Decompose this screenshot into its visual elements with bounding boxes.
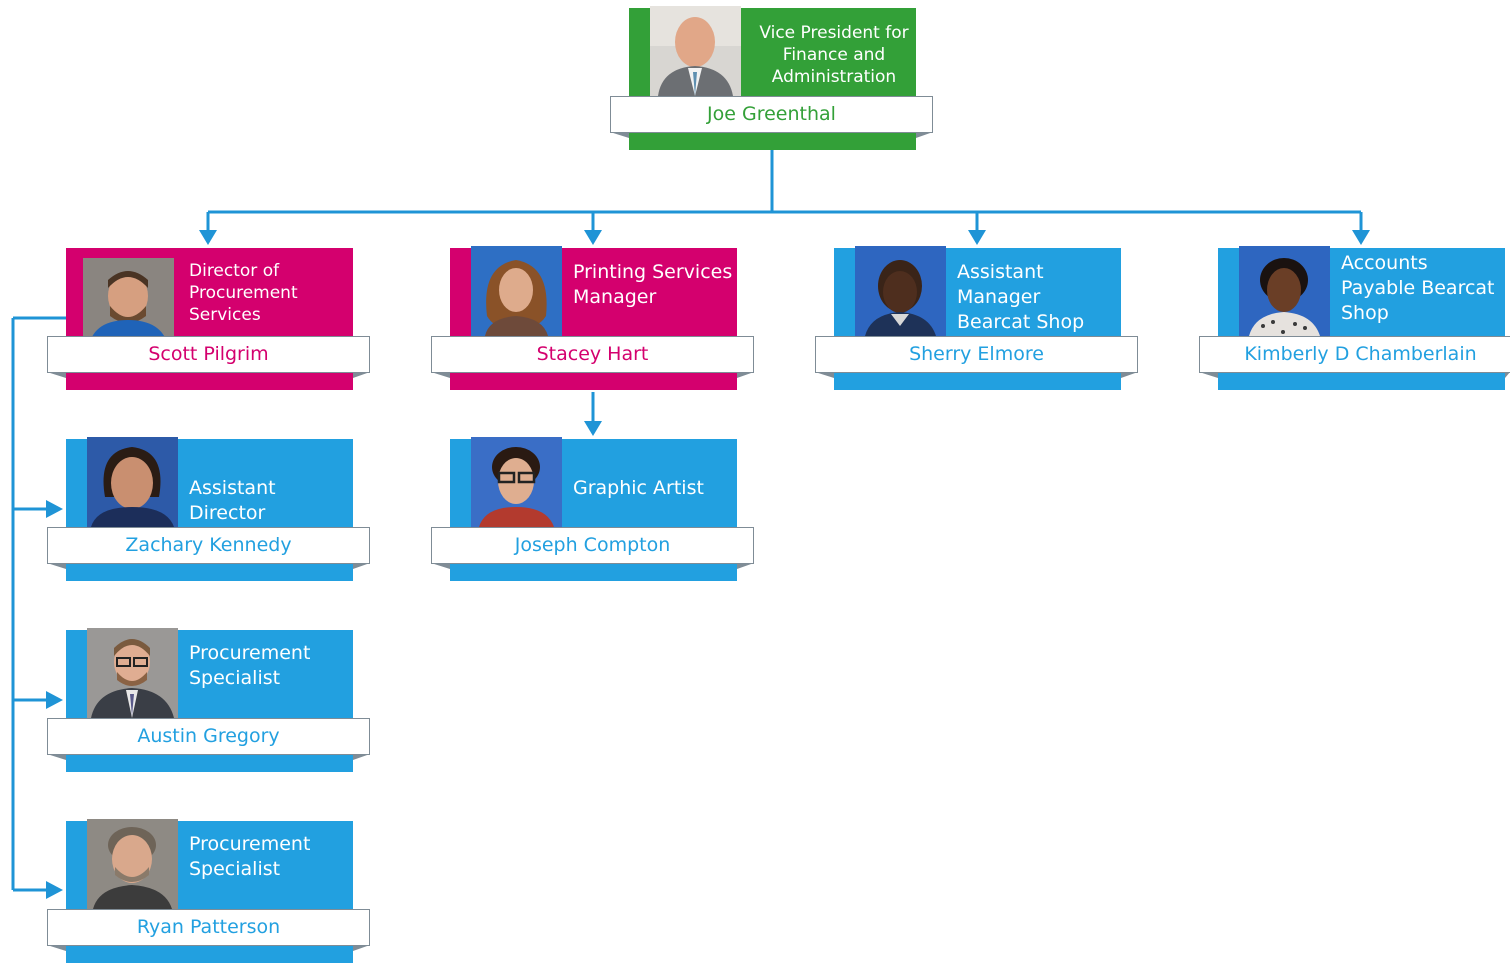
person-name: Ryan Patterson: [47, 909, 370, 946]
arrow-printing: [584, 230, 602, 245]
arrow-accounts: [1352, 230, 1370, 245]
arrow-proc2: [46, 881, 63, 899]
role-title: Graphic Artist: [573, 477, 704, 499]
portrait-photo: [855, 246, 946, 336]
ribbon-fold-left: [431, 563, 450, 569]
person-name: Kimberly D Chamberlain: [1199, 336, 1510, 373]
portrait-photo: [1239, 246, 1330, 336]
role-title: Assistant Director: [189, 477, 276, 524]
ribbon-fold-right: [353, 372, 370, 378]
role-title: Procurement Specialist: [189, 642, 311, 689]
ribbon-fold-right: [737, 372, 754, 378]
role-title: Accounts Payable Bearcat Shop: [1341, 252, 1495, 324]
ribbon-fold-left: [47, 372, 66, 378]
portrait-photo: [471, 437, 562, 527]
person-name: Stacey Hart: [431, 336, 754, 373]
ribbon-fold-right: [737, 563, 754, 569]
ribbon-fold-right: [916, 132, 933, 138]
ribbon-fold-left: [47, 945, 66, 951]
person-name: Zachary Kennedy: [47, 527, 370, 564]
arrow-bearcat: [968, 230, 986, 245]
ribbon-fold-right: [1505, 372, 1510, 378]
arrow-director: [199, 230, 217, 245]
ribbon-fold-left: [1199, 372, 1218, 378]
ribbon-fold-left: [815, 372, 834, 378]
portrait-photo: [83, 258, 174, 345]
ribbon-fold-right: [1121, 372, 1138, 378]
role-title: Vice President for Finance and Administr…: [759, 23, 909, 87]
arrow-graphic: [584, 421, 602, 436]
ribbon-fold-right: [353, 754, 370, 760]
portrait-photo: [87, 819, 178, 909]
portrait-photo: [87, 437, 178, 527]
role-title: Director of Procurement Services: [189, 261, 298, 325]
ribbon-fold-left: [47, 563, 66, 569]
arrow-proc1: [46, 691, 63, 709]
ribbon-fold-left: [47, 754, 66, 760]
person-name: Sherry Elmore: [815, 336, 1138, 373]
ribbon-fold-left: [610, 132, 629, 138]
role-title: Procurement Specialist: [189, 833, 311, 880]
person-name: Joe Greenthal: [610, 96, 933, 133]
person-name: Joseph Compton: [431, 527, 754, 564]
arrow-asst-director: [46, 500, 63, 518]
ribbon-fold-right: [353, 945, 370, 951]
role-title: Printing Services Manager: [573, 261, 733, 308]
ribbon-fold-left: [431, 372, 450, 378]
portrait-photo: [650, 6, 741, 96]
portrait-photo: [471, 246, 562, 336]
person-name: Scott Pilgrim: [47, 336, 370, 373]
portrait-photo: [87, 628, 178, 718]
ribbon-fold-right: [353, 563, 370, 569]
role-title: Assistant Manager Bearcat Shop: [957, 261, 1085, 333]
person-name: Austin Gregory: [47, 718, 370, 755]
